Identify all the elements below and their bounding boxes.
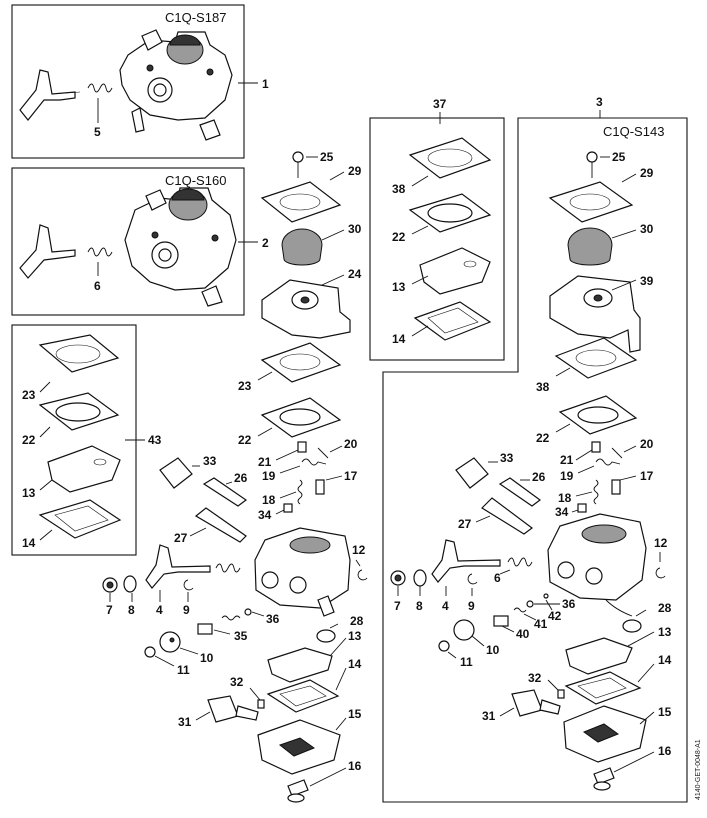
right-label-8: 8 (416, 599, 423, 613)
mid-label-30: 30 (348, 222, 362, 236)
right-label-31: 31 (482, 709, 496, 723)
right-label-27: 27 (458, 517, 472, 531)
right-label-30: 30 (640, 222, 654, 236)
mid-label-11: 11 (177, 663, 190, 677)
right-label-18: 18 (558, 491, 572, 505)
mid-label-17: 17 (344, 469, 358, 483)
mid-label-21: 21 (258, 455, 272, 469)
mid-label-22: 22 (238, 433, 252, 447)
mid-label-14: 14 (348, 657, 362, 671)
right-label-20: 20 (640, 437, 654, 451)
mid-label-28: 28 (350, 614, 364, 628)
right-label-22: 22 (536, 431, 550, 445)
right-label-41: 41 (534, 617, 548, 631)
mid-label-32: 32 (230, 675, 244, 689)
label-3: 3 (596, 95, 603, 109)
right-label-19: 19 (560, 469, 574, 483)
right-label-13: 13 (658, 625, 672, 639)
mid-label-19: 19 (262, 469, 276, 483)
spring-icon (87, 247, 113, 257)
right-label-17: 17 (640, 469, 654, 483)
right-label-10: 10 (486, 643, 500, 657)
mid-label-7: 7 (106, 603, 113, 617)
right-label-42: 42 (548, 609, 562, 623)
mid-label-18: 18 (262, 493, 276, 507)
reference-code: 4140-GET-0048-A1 (695, 739, 702, 800)
kit37-label-13: 13 (392, 280, 406, 294)
right-label-4: 4 (442, 599, 449, 613)
mid-label-26: 26 (234, 471, 248, 485)
label-1: 1 (262, 77, 269, 91)
mid-label-12: 12 (352, 543, 366, 557)
mid-label-8: 8 (128, 603, 135, 617)
label-43: 43 (148, 433, 162, 447)
mid-label-15: 15 (348, 707, 362, 721)
mid-label-34: 34 (258, 508, 272, 522)
kit43-label-14: 14 (22, 536, 36, 550)
kit43-label-23: 23 (22, 388, 36, 402)
kit37-label-38: 38 (392, 182, 406, 196)
right-label-12: 12 (654, 536, 668, 550)
right-label-15: 15 (658, 705, 672, 719)
right-label-40: 40 (516, 627, 530, 641)
mid-label-13: 13 (348, 629, 362, 643)
box-c1q-s143 (382, 117, 688, 803)
label-37: 37 (433, 97, 447, 111)
exploded-parts-right (390, 151, 666, 791)
label-2: 2 (262, 236, 269, 250)
mid-label-29: 29 (348, 164, 362, 178)
carburetor-assembly-icon (19, 187, 237, 307)
exploded-parts-middle (102, 151, 368, 803)
right-label-14: 14 (658, 653, 672, 667)
label-5: 5 (94, 125, 101, 139)
gasket-kit-icon (408, 137, 492, 341)
mid-label-27: 27 (174, 531, 188, 545)
carburetor-assembly-icon (19, 29, 233, 141)
kit43-label-22: 22 (22, 433, 36, 447)
right-label-32: 32 (528, 671, 542, 685)
right-label-6: 6 (494, 571, 501, 585)
mid-label-25: 25 (320, 150, 334, 164)
kit43-label-13: 13 (22, 486, 36, 500)
kit37-label-22: 22 (392, 230, 406, 244)
right-label-28: 28 (658, 601, 672, 615)
box-c1q-s160 (11, 167, 245, 316)
spring-icon (87, 83, 113, 93)
right-label-33: 33 (500, 451, 514, 465)
mid-label-36: 36 (266, 612, 280, 626)
box-kit-37 (369, 117, 505, 361)
mid-label-24: 24 (348, 267, 362, 281)
code-c1q-s160: C1Q-S160 (165, 173, 226, 188)
box-c1q-s187 (11, 4, 245, 159)
right-label-16: 16 (658, 744, 672, 758)
right-label-39: 39 (640, 274, 654, 288)
right-label-11: 11 (460, 655, 473, 669)
mid-label-9: 9 (183, 603, 190, 617)
right-label-29: 29 (640, 166, 654, 180)
mid-label-20: 20 (344, 437, 358, 451)
mid-label-23: 23 (238, 379, 252, 393)
kit37-label-14: 14 (392, 332, 406, 346)
mid-label-16: 16 (348, 759, 362, 773)
right-label-26: 26 (532, 470, 546, 484)
right-label-9: 9 (468, 599, 475, 613)
right-label-25: 25 (612, 150, 626, 164)
right-label-21: 21 (560, 453, 574, 467)
right-label-34: 34 (555, 505, 569, 519)
gasket-kit-icon (38, 334, 122, 539)
mid-label-33: 33 (203, 454, 217, 468)
right-label-7: 7 (394, 599, 401, 613)
mid-label-4: 4 (156, 603, 163, 617)
code-c1q-s143: C1Q-S143 (603, 124, 664, 139)
mid-label-10: 10 (200, 651, 214, 665)
mid-label-31: 31 (178, 715, 192, 729)
right-label-38: 38 (536, 380, 550, 394)
right-label-36: 36 (562, 597, 576, 611)
mid-label-35: 35 (234, 629, 248, 643)
code-c1q-s187: C1Q-S187 (165, 10, 226, 25)
label-6: 6 (94, 279, 101, 293)
